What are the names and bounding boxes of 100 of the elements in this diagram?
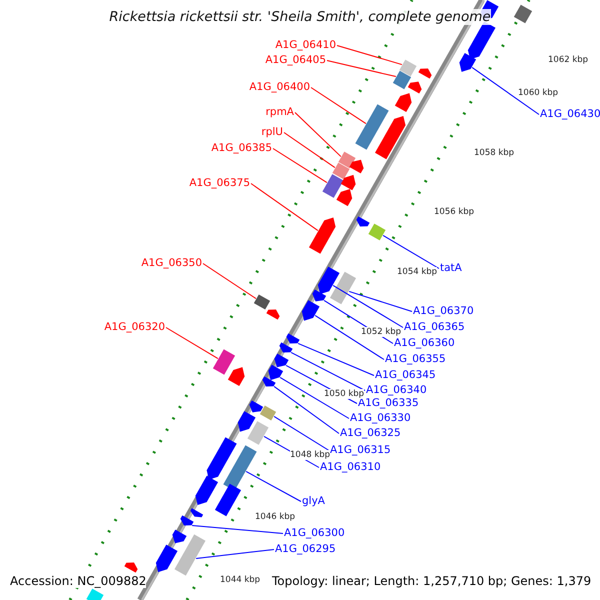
gene-feature	[312, 289, 326, 302]
gene-feature	[308, 217, 336, 254]
gene-feature	[418, 68, 432, 79]
gene-feature	[266, 310, 280, 320]
gene-feature	[190, 508, 204, 518]
gene-feature	[318, 266, 340, 294]
gene-label: A1G_06365	[404, 321, 465, 334]
title: Rickettsia rickettsii str. 'Sheila Smith', complete genome	[109, 9, 491, 25]
scale-label: 1044 kbp	[220, 575, 260, 585]
scale-label: 1058 kbp	[474, 148, 514, 158]
scale-label: 1050 kbp	[324, 389, 364, 399]
gene-label: A1G_06335	[358, 397, 419, 410]
gene-label: A1G_06385	[211, 142, 272, 155]
footer-text: Accession: NC_009882	[10, 574, 146, 588]
leader-line	[272, 148, 328, 184]
leader-line	[326, 60, 396, 78]
scale-label: 1056 kbp	[434, 207, 474, 217]
gene-feature	[392, 70, 412, 90]
scale-label: 1060 kbp	[518, 88, 558, 98]
gene-label: A1G_06405	[265, 54, 326, 67]
gene-feature	[336, 189, 352, 206]
scale-label: 1062 kbp	[548, 55, 588, 65]
leader-line	[310, 87, 366, 124]
gene-label: A1G_06400	[249, 81, 310, 94]
gene-feature	[356, 216, 370, 226]
gene-feature	[514, 4, 532, 24]
gene-label: A1G_06350	[141, 257, 202, 270]
gene-feature	[260, 405, 276, 421]
leader-line	[382, 234, 440, 269]
gene-label: A1G_06300	[284, 527, 345, 540]
leader-line	[336, 45, 402, 66]
gene-feature	[212, 349, 236, 375]
leader-line	[192, 524, 284, 534]
gene-feature	[254, 294, 270, 310]
scale-label: 1048 kbp	[290, 450, 330, 460]
gene-feature	[286, 333, 300, 344]
gene-feature	[338, 152, 356, 168]
gene-feature	[174, 534, 206, 576]
leader-line	[472, 66, 540, 115]
gene-feature	[262, 376, 276, 386]
leader-line	[290, 352, 366, 391]
gene-feature	[394, 93, 412, 112]
leader-line	[284, 132, 336, 168]
leader-line	[250, 183, 318, 232]
gene-feature	[355, 104, 389, 150]
gene-feature	[172, 530, 187, 544]
gene-label: A1G_06355	[385, 353, 446, 366]
gene-feature	[340, 174, 356, 190]
gene-label: A1G_06320	[104, 321, 165, 334]
leader-line	[294, 112, 342, 158]
gene-feature	[408, 82, 422, 94]
gene-label: A1G_06360	[394, 337, 455, 350]
gene-feature	[156, 544, 178, 572]
scale-label: 1052 kbp	[361, 327, 402, 337]
gene-feature	[349, 160, 364, 174]
gene-feature	[459, 52, 476, 72]
gene-label: A1G_06330	[350, 412, 411, 425]
gene-label: A1G_06315	[330, 444, 391, 457]
gene-feature	[330, 272, 356, 304]
gene-feature	[249, 400, 264, 412]
scale-label: 1054 kbp	[397, 267, 438, 277]
gene-label: A1G_06345	[375, 369, 436, 382]
gene-feature	[238, 411, 256, 432]
gene-feature	[247, 421, 269, 445]
gene-label: A1G_06295	[275, 543, 336, 556]
gene-label: A1G_06375	[189, 177, 250, 190]
gene-label: A1G_06340	[366, 384, 427, 397]
gene-feature	[214, 484, 242, 516]
gene-feature	[279, 342, 293, 352]
footer-text: Topology: linear; Length: 1,257,710 bp; Genes: 1,379	[272, 574, 592, 588]
leader-line	[348, 290, 412, 312]
gene-label: rpmA	[266, 106, 294, 119]
leader-line	[246, 470, 302, 502]
gene-feature	[368, 224, 386, 240]
gene-feature	[180, 515, 194, 526]
leader-line	[314, 314, 384, 360]
gene-feature	[195, 476, 218, 506]
leader-line	[274, 386, 340, 434]
gene-feature	[322, 174, 344, 198]
gene-feature	[332, 162, 350, 180]
gene-label: rplU	[261, 126, 283, 139]
gene-label: A1G_06325	[340, 427, 401, 440]
leader-line	[332, 284, 404, 328]
gene-feature	[228, 367, 245, 386]
gene-label: A1G_06430	[540, 108, 600, 121]
gene-feature	[302, 300, 320, 321]
gene-label: A1G_06410	[275, 39, 336, 52]
gene-label: A1G_06370	[413, 305, 474, 318]
gene-feature	[274, 354, 289, 368]
leader-line	[280, 376, 350, 419]
leader-line	[196, 549, 274, 559]
gene-feature	[399, 60, 417, 76]
leader-line	[274, 416, 330, 451]
gene-label: A1G_06310	[320, 461, 381, 474]
scale-label: 1046 kbp	[255, 512, 296, 522]
gene-label: glyA	[302, 495, 325, 508]
gene-feature	[206, 437, 237, 480]
gene-label: tatA	[440, 262, 462, 275]
gene-feature	[268, 364, 284, 380]
leader-line	[202, 263, 256, 300]
